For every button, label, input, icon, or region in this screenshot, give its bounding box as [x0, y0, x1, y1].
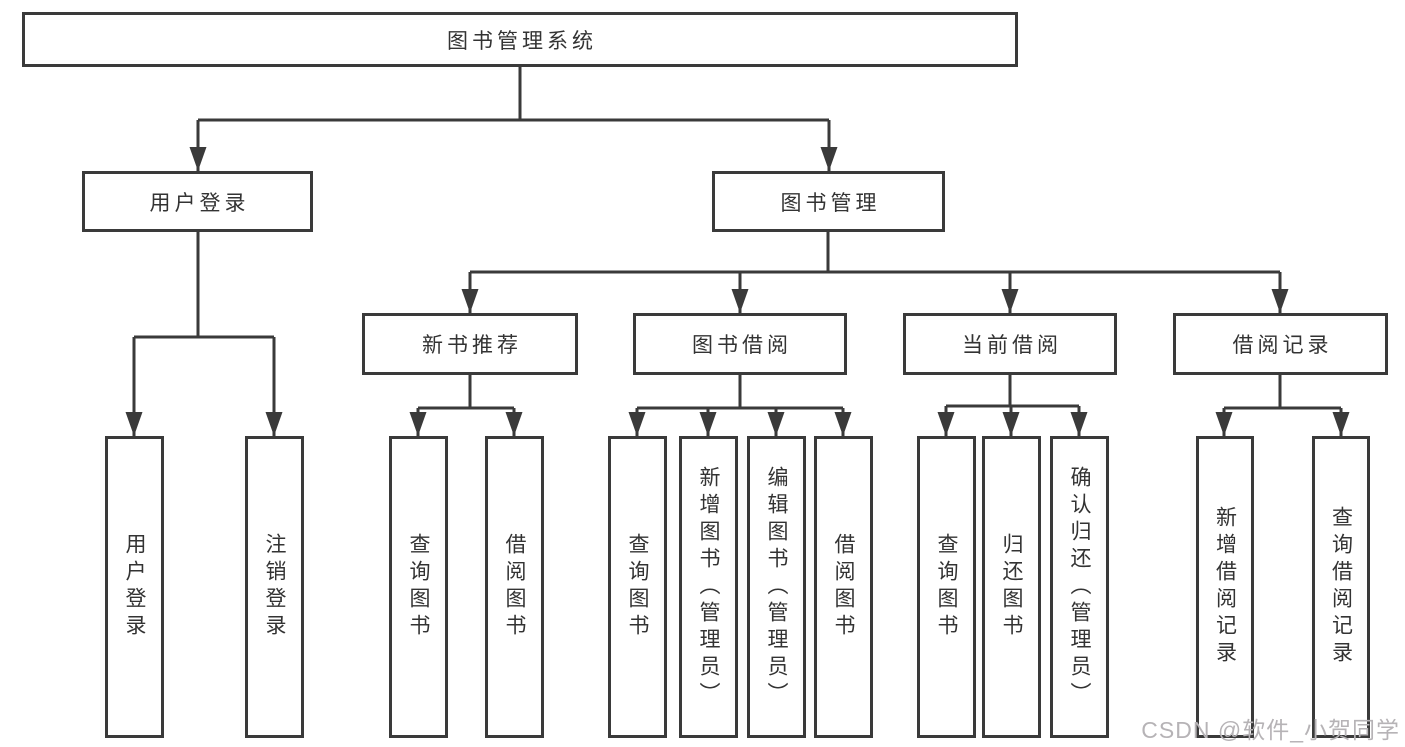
leaf-query-books-recommend: 查询图书 [389, 436, 448, 738]
node-book-borrowing: 图书借阅 [633, 313, 847, 375]
leaf-edit-books-admin: 编辑图书（管理员） [747, 436, 806, 738]
node-new-book-recommend: 新书推荐 [362, 313, 578, 375]
leaf-query-books-borrow: 查询图书 [608, 436, 667, 738]
node-current-borrowing: 当前借阅 [903, 313, 1117, 375]
leaf-add-books-admin: 新增图书（管理员） [679, 436, 738, 738]
node-borrowing-records: 借阅记录 [1173, 313, 1388, 375]
node-book-management: 图书管理 [712, 171, 945, 232]
leaf-query-books-current: 查询图书 [917, 436, 976, 738]
leaf-borrow-books-recommend: 借阅图书 [485, 436, 544, 738]
node-root-system: 图书管理系统 [22, 12, 1018, 67]
csdn-watermark: CSDN @软件_小贺同学 [1141, 717, 1400, 743]
leaf-user-login: 用户登录 [105, 436, 164, 738]
leaf-query-borrow-record: 查询借阅记录 [1312, 436, 1370, 738]
leaf-return-books: 归还图书 [982, 436, 1041, 738]
leaf-add-borrow-record: 新增借阅记录 [1196, 436, 1254, 738]
leaf-confirm-return-admin: 确认归还（管理员） [1050, 436, 1109, 738]
node-user-login: 用户登录 [82, 171, 313, 232]
leaf-logout: 注销登录 [245, 436, 304, 738]
leaf-borrow-books: 借阅图书 [814, 436, 873, 738]
